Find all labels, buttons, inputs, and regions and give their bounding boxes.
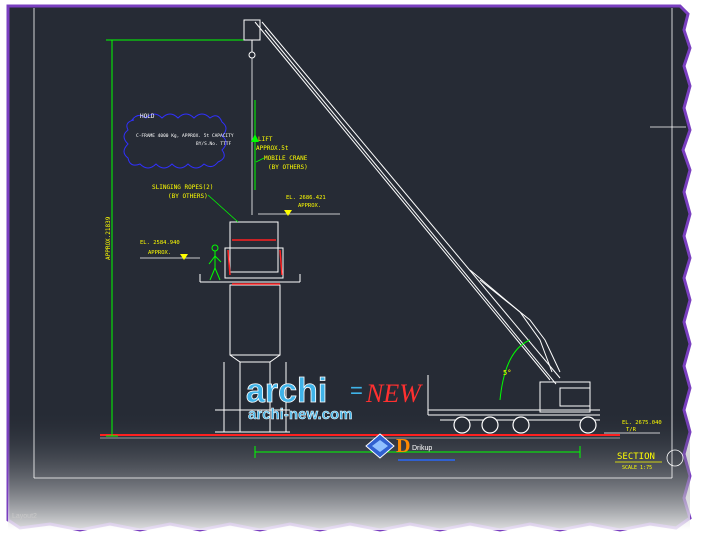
- el-right-label: EL. 2675.040: [622, 420, 662, 426]
- section-callout-circle: [666, 449, 684, 467]
- lift-weight-label: APPROX.5t: [256, 145, 289, 152]
- mobile-crane-leader: [255, 157, 265, 163]
- boom-angle-arc: [499, 339, 531, 401]
- mobile-crane-by-others: (BY OTHERS): [268, 164, 308, 171]
- hold-note-line1: C-FRAME 4000 Kg, APPROX. 5t CAPACITY: [136, 133, 234, 139]
- slinging-by-others: (BY OTHERS): [168, 193, 208, 200]
- layout-tab-label[interactable]: Layout2: [12, 513, 37, 520]
- logo-sub: Drikup: [412, 445, 432, 452]
- el-mid-marker: [180, 254, 188, 260]
- section-title: SECTION: [617, 452, 655, 462]
- el-right-sub: T/R: [626, 427, 637, 433]
- approx-dimension: [106, 39, 250, 437]
- slinging-ropes-label: SLINGING ROPES(2): [152, 184, 213, 191]
- logo-letter: D: [396, 435, 410, 457]
- truck-wheels: [453, 416, 597, 434]
- el-mid-approx: APPROX.: [148, 250, 171, 256]
- watermark-brand-left: archi: [246, 372, 327, 410]
- watermark-url: archi-new.com: [248, 406, 352, 423]
- hold-note-line2: BY/S.No. TTTF: [196, 141, 232, 147]
- slinging-leader: [207, 194, 239, 223]
- lift-arrow-head: [251, 134, 259, 142]
- watermark-drikup-logo: D Drikup: [365, 433, 455, 461]
- watermark-brand-sep: =: [350, 378, 363, 403]
- watermark-brand-right: NEW: [365, 379, 423, 408]
- watermark-archi-new: archi = NEW archi-new.com: [246, 372, 424, 424]
- worker-figure: [208, 244, 222, 281]
- revision-cloud: [123, 113, 227, 169]
- silo-red-detail: [227, 239, 283, 285]
- bottom-fade: [8, 410, 690, 530]
- bottom-dimension: [254, 446, 581, 458]
- lift-label: LIFT: [258, 136, 273, 143]
- logo-diamond-inner: [372, 440, 388, 452]
- el-mid-label: EL. 2584.940: [140, 240, 180, 246]
- mobile-crane-label: MOBILE CRANE: [264, 155, 308, 162]
- el-top-marker: [284, 210, 292, 216]
- silo-structure: [199, 221, 301, 433]
- el-top-label: EL. 2686.421: [286, 195, 326, 201]
- el-top-approx: APPROX.: [298, 203, 321, 209]
- section-scale: SCALE 1:75: [622, 465, 652, 471]
- boom-angle-label: 5°: [503, 369, 511, 377]
- crane-boom: [254, 21, 561, 385]
- hold-label: HOLD: [140, 113, 155, 120]
- approx-dim-label: APPROX.21839: [105, 216, 112, 260]
